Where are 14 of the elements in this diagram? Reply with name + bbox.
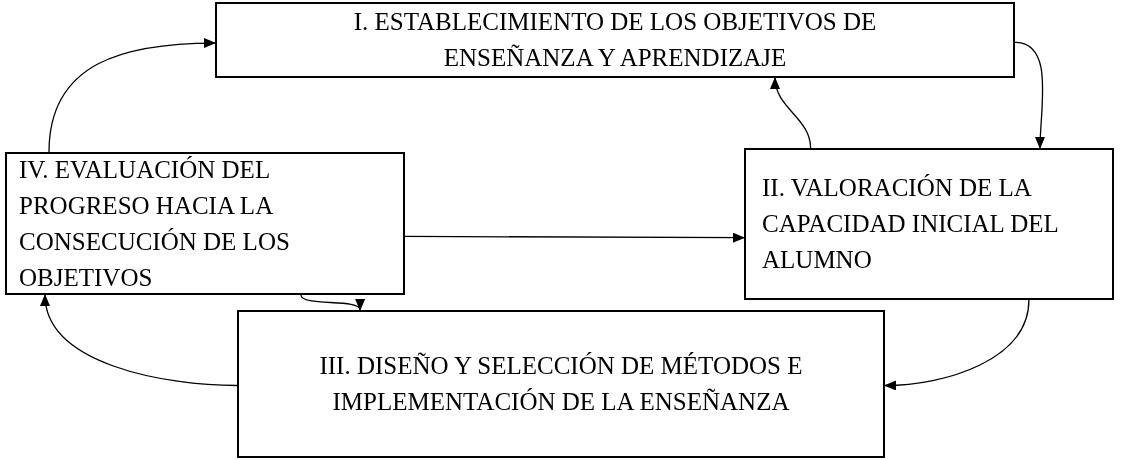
box-text: III. DISEÑO Y SELECCIÓN DE MÉTODOS E IMPLEMENTACIÓN DE LA ENSEÑANZA: [318, 351, 804, 417]
process-box: [215, 2, 1015, 78]
process-box: [237, 310, 885, 458]
arrow: [404, 232, 745, 243]
arrow: [1014, 41, 1046, 149]
box-text: II. VALORACIÓN DE LA CAPACIDAD INICIAL DEL ALUMNO: [762, 173, 1059, 275]
arrow: [48, 38, 216, 153]
process-box: [5, 152, 405, 295]
box-text: IV. EVALUACIÓN DEL PROGRESO HACIA LA CONSECUCIÓN DE LOS OBJETIVOS: [19, 154, 291, 293]
arrow: [884, 299, 1030, 391]
box-text: I. ESTABLECIMIENTO DE LOS OBJETIVOS DE ENSEÑANZA Y APRENDIZAJE: [352, 7, 878, 73]
process-box: [744, 148, 1114, 300]
arrow: [771, 77, 812, 149]
arrow: [41, 294, 238, 387]
